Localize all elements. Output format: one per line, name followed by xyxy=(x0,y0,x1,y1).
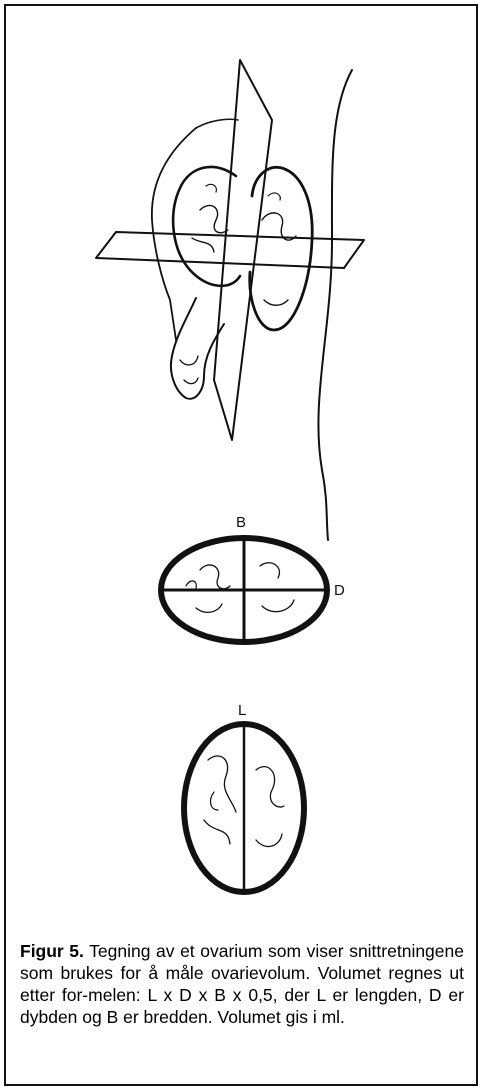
label-l: L xyxy=(238,702,247,719)
label-b: B xyxy=(236,514,247,531)
ovary-3d-with-planes xyxy=(96,60,364,540)
caption-text: Tegning av et ovarium som viser snittret… xyxy=(20,941,464,1027)
figure-caption: Figur 5. Tegning av et ovarium som viser… xyxy=(20,940,464,1028)
caption-label: Figur 5. xyxy=(20,941,84,961)
cross-section-bd xyxy=(161,538,327,642)
label-d: D xyxy=(334,582,345,599)
longitudinal-section-l xyxy=(184,724,304,892)
